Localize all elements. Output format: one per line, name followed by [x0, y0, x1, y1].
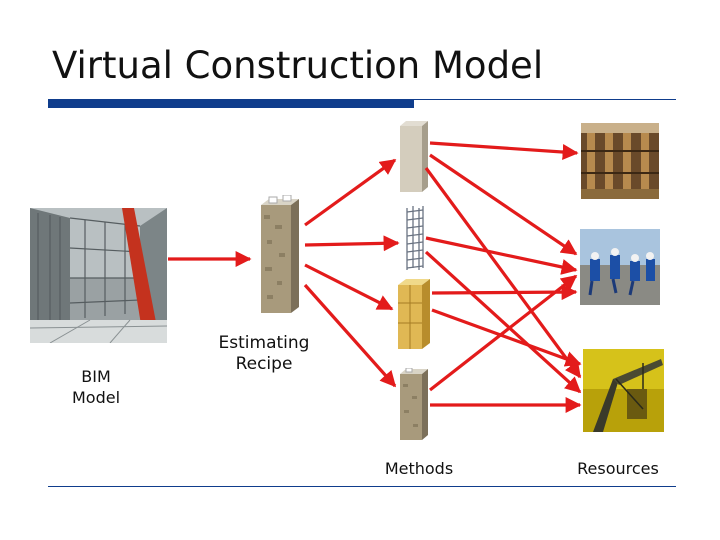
arrow-recipe-to-rebar [304, 235, 400, 252]
method-formwork [394, 277, 432, 349]
resource-crane-photo [583, 349, 664, 432]
arrow-column-to-workers [429, 153, 578, 256]
bim-label-line2: Model [71, 388, 121, 407]
bim-label-line1: BIM [81, 367, 111, 386]
recipe-label-line1: Estimating [218, 333, 310, 353]
resources-label: Resources [577, 459, 659, 478]
resource-workers-photo [580, 229, 660, 305]
recipe-label-line2: Recipe [235, 354, 293, 374]
method-concrete-column [398, 120, 430, 192]
method-rebar-cage [403, 206, 425, 272]
arrow-rebar-to-crane [424, 250, 582, 394]
arrow-recipe-to-formwork [304, 263, 394, 311]
arrow-column-to-formwork-photo [429, 141, 579, 161]
arrow-formwork-to-workers [431, 284, 578, 301]
bim-model-label: BIM Model [56, 366, 136, 408]
arrow-finish-to-workers [429, 274, 578, 392]
method-finished-column [398, 368, 430, 440]
bim-model-image [30, 208, 167, 343]
resource-formwork-photo [581, 123, 659, 199]
recipe-column-image [255, 195, 305, 315]
footer-rule [48, 486, 676, 487]
title-underline-thin [414, 99, 676, 100]
arrow-formwork-to-crane [431, 308, 582, 367]
title-underline-thick [48, 99, 414, 108]
slide-title: Virtual Construction Model [52, 44, 544, 87]
arrow-column-to-crane [424, 167, 582, 379]
estimating-recipe-label: Estimating Recipe [206, 333, 322, 375]
arrow-rebar-to-workers [425, 236, 578, 275]
methods-label: Methods [384, 459, 454, 478]
arrow-recipe-to-column [304, 158, 397, 227]
